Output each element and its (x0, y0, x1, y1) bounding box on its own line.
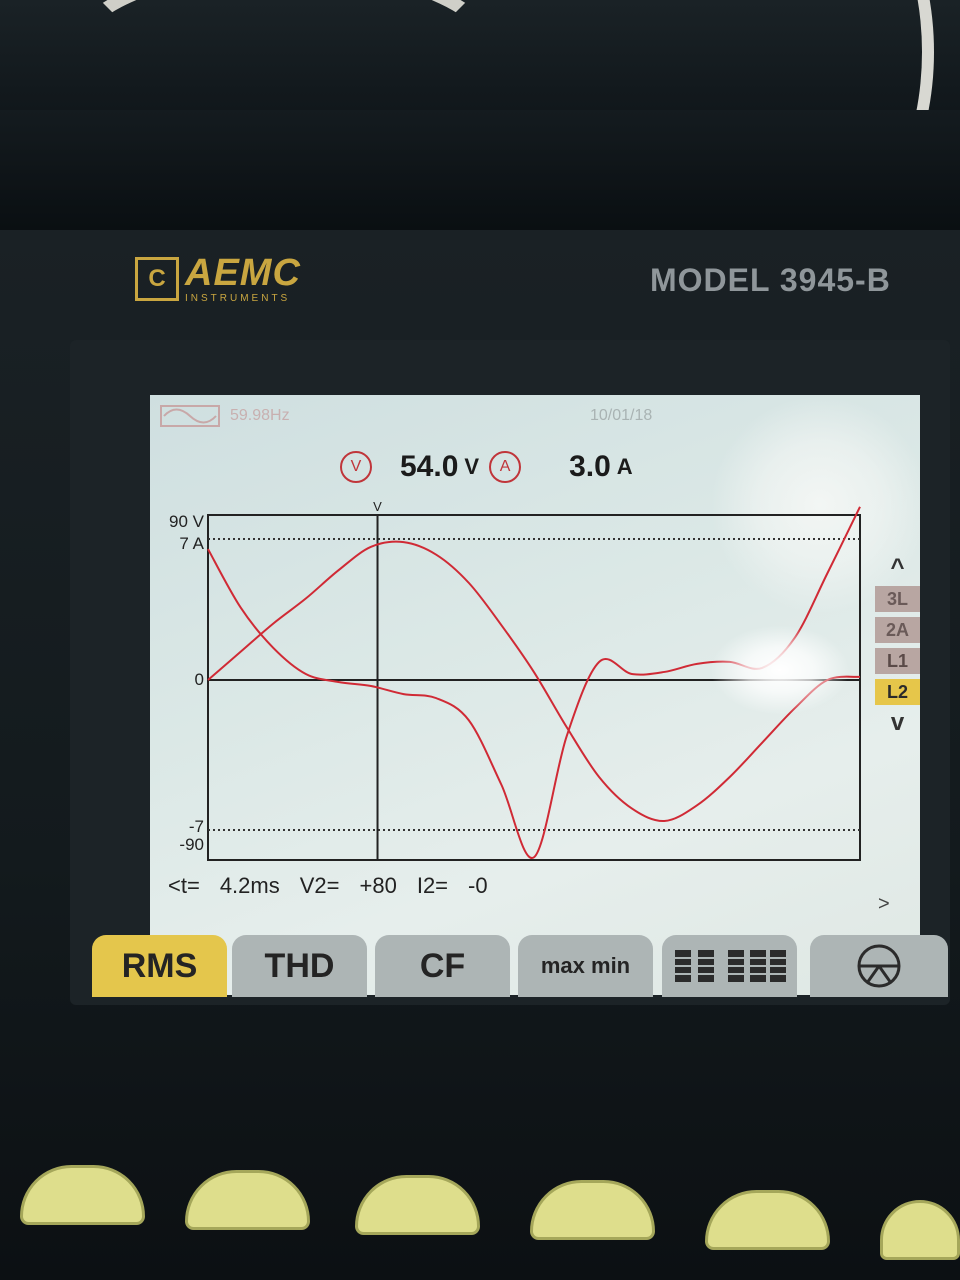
waveform-mode-icon (160, 405, 220, 427)
lcd-screen: 59.98Hz 10/01/18 V 54.0 V A 3.0 A V 90 V 7… (150, 395, 920, 995)
phase-down-arrow[interactable]: v (890, 709, 905, 736)
phase-item-l1[interactable]: L1 (875, 648, 920, 674)
softkey-bar: RMS THD CF max min (70, 930, 950, 1000)
cursor-t-label: <t= (168, 873, 200, 898)
more-arrow-icon[interactable]: > (878, 893, 890, 915)
cursor-v-value: +80 (359, 873, 397, 898)
date-readout: 10/01/18 (590, 407, 653, 424)
status-bar: 59.98Hz 10/01/18 (150, 403, 920, 431)
voltage-trace (207, 540, 861, 823)
y-tick-label: -90 (179, 835, 204, 854)
current-symbol-icon: A (489, 451, 522, 483)
cursor-t-value: 4.2ms (219, 873, 280, 898)
plot-frame (207, 514, 861, 861)
current-unit: A (616, 454, 633, 479)
cables-background (0, 0, 960, 224)
softkey-vector[interactable] (810, 935, 948, 997)
y-tick-label: -7 (189, 817, 204, 836)
screen-reflection (710, 625, 850, 715)
function-key-6[interactable] (880, 1200, 960, 1260)
softkey-bargraph[interactable] (662, 935, 797, 997)
bargraph-icon (669, 950, 790, 982)
aemc-logo-icon: C (135, 257, 179, 301)
phase-selector: ^ 3L 2A L1 L2 v (875, 554, 920, 741)
device-top-edge (0, 110, 960, 230)
cursor-i-value: -0 (468, 873, 488, 898)
softkey-rms[interactable]: RMS (92, 935, 227, 997)
phase-item-3l[interactable]: 3L (875, 586, 920, 612)
brand-subtitle: INSTRUMENTS (185, 293, 291, 304)
voltage-symbol-icon: V (340, 451, 372, 483)
frequency-readout: 59.98Hz (230, 407, 290, 424)
cursor-v-label: V2= (299, 873, 340, 898)
function-key-2[interactable] (185, 1170, 310, 1230)
cursor-i-label: I2= (416, 873, 449, 898)
function-key-4[interactable] (530, 1180, 655, 1240)
y-tick-label: 90 V (169, 512, 205, 531)
phase-up-arrow[interactable]: ^ (890, 554, 905, 581)
voltage-unit: V (464, 454, 480, 479)
brand-name: AEMC (185, 252, 301, 294)
rms-readings: V 54.0 V A 3.0 A (340, 447, 643, 487)
cursor-readout: <t= 4.2ms V2= +80 I2= -0 (168, 873, 488, 899)
current-value: 3.0 (569, 450, 611, 483)
voltage-value: 54.0 (400, 450, 459, 483)
y-tick-label: 0 (195, 670, 204, 689)
cursor-marker-label: V (373, 499, 382, 514)
softkey-maxmin[interactable]: max min (518, 935, 653, 997)
phase-item-2a[interactable]: 2A (875, 617, 920, 643)
model-label: MODEL 3945-B (650, 262, 891, 298)
softkey-cf[interactable]: CF (375, 935, 510, 997)
brand-logo-area: C AEMC INSTRUMENTS (135, 252, 301, 304)
screen-glare (710, 395, 920, 615)
phase-item-l2[interactable]: L2 (875, 679, 920, 705)
function-key-5[interactable] (705, 1190, 830, 1250)
softkey-thd[interactable]: THD (232, 935, 367, 997)
phasor-icon (857, 944, 901, 988)
y-tick-label: 7 A (179, 534, 204, 553)
